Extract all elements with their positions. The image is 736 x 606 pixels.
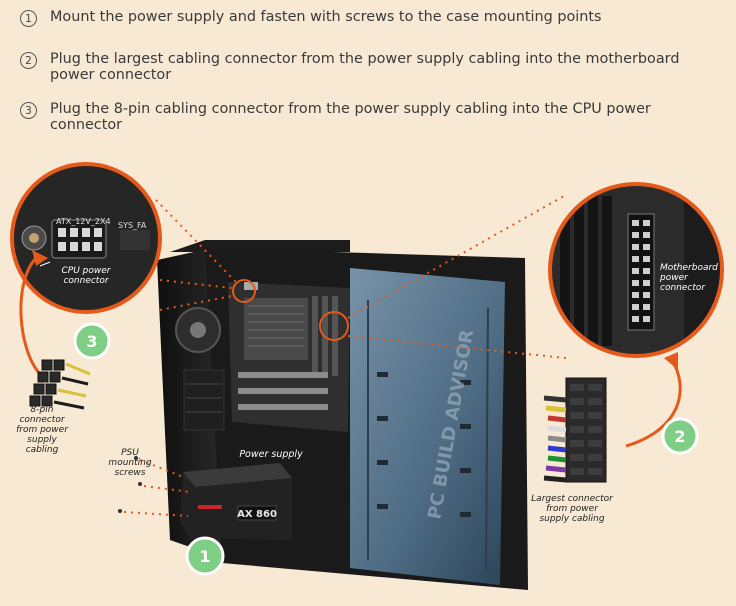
eight-pin-connector-icon (29, 359, 91, 410)
badge-3-number: 3 (86, 332, 97, 351)
badge-1-number: 1 (199, 547, 210, 566)
step-1: 1 Mount the power supply and fasten with… (20, 9, 710, 27)
arrow-2-head (664, 352, 678, 370)
arrow-2-curve (625, 359, 682, 448)
cpu-connector-highlight (232, 279, 256, 303)
step-2-text: Plug the largest cabling connector from … (50, 51, 680, 83)
step-3-number: 3 (20, 102, 37, 119)
badge-2: 2 (661, 417, 699, 455)
atx-label: ATX_12V_2X4 (56, 217, 111, 226)
step-1-text: Mount the power supply and fasten with s… (50, 9, 602, 25)
step-3: 3 Plug the 8-pin cabling connector from … (20, 101, 660, 133)
arrow-3-head (32, 250, 48, 266)
cpu-cooler-icon (244, 298, 308, 360)
step-3-text: Plug the 8-pin cabling connector from th… (50, 101, 651, 133)
largest-connector-label: Largest connector from power supply cabl… (531, 494, 613, 524)
power-supply: AX 860 (180, 463, 292, 540)
psu-mounting-screws-label: PSU mounting screws (108, 448, 152, 478)
eight-pin-connector-label: 8-pin connector from power supply cablin… (16, 405, 68, 455)
motherboard (228, 282, 350, 432)
instruction-steps: 1 Mount the power supply and fasten with… (0, 0, 736, 140)
motherboard-connector-highlight (319, 311, 349, 341)
psu-model-label: AX 860 (237, 509, 277, 520)
cpu-power-connector-label: CPU power connector (61, 266, 111, 286)
drive-bays (175, 307, 225, 431)
sys-fan-label: SYS_FA (118, 221, 147, 230)
cpu-power-zoom-callout: ATX_12V_2X4 SYS_FA (10, 162, 162, 314)
step-2-number: 2 (20, 52, 37, 69)
twentyfour-pin-connector-icon (543, 377, 607, 483)
screw-markers (118, 456, 142, 513)
leader-lines (123, 195, 567, 517)
step-1-number: 1 (20, 10, 37, 27)
motherboard-power-connector-label: Motherboard power connector (660, 263, 718, 293)
badge-1: 1 (185, 536, 225, 576)
power-supply-label: Power supply (239, 449, 303, 460)
badge-3: 3 (73, 322, 111, 360)
motherboard-power-zoom-callout (548, 182, 724, 358)
step-2: 2 Plug the largest cabling connector fro… (20, 51, 690, 83)
badge-2-number: 2 (674, 427, 685, 446)
arrow-3-curve (19, 254, 42, 376)
